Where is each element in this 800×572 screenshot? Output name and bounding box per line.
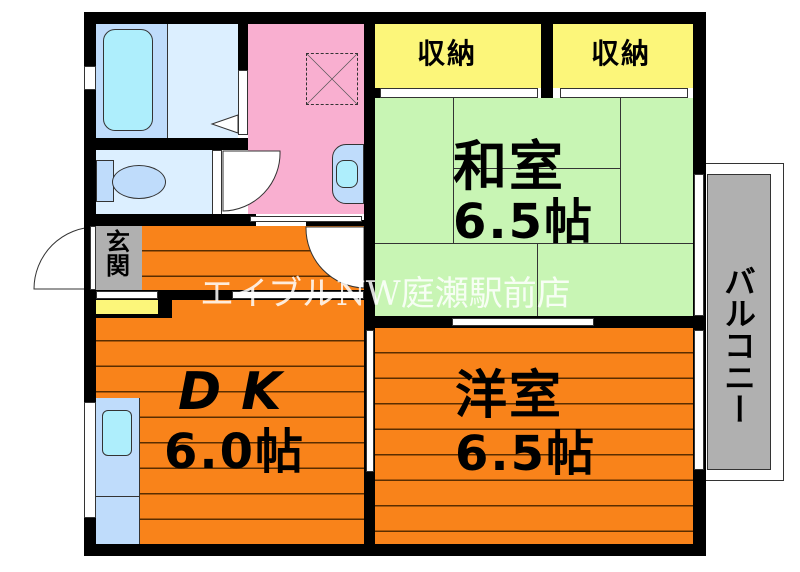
dk-western-door	[366, 330, 374, 472]
toilet-icon	[112, 165, 166, 199]
door-triangle-icon	[210, 114, 239, 134]
wall-wash-hall	[306, 220, 364, 226]
wall-bottom	[84, 544, 706, 556]
bathroom-door	[238, 70, 248, 135]
bathroom-window	[84, 66, 96, 90]
door-swing-icon	[305, 226, 365, 289]
storage-sliding-door	[560, 88, 688, 98]
japanese-room-size: 6.5帖	[453, 194, 595, 250]
bathtub-icon	[103, 29, 153, 131]
storage-sliding-door	[380, 88, 538, 98]
kitchen-sink-icon	[102, 410, 132, 456]
western-room-size: 6.5帖	[455, 426, 597, 482]
balcony-label: バルコニー	[719, 265, 757, 425]
wall-bath-wash	[238, 24, 248, 70]
wall-top	[84, 12, 706, 24]
washbasin-bowl-icon	[336, 160, 358, 188]
entrance-door	[90, 226, 96, 290]
storage-right-label: 収納	[591, 37, 652, 70]
door-swing-icon	[222, 150, 281, 212]
storage-left: 収納	[375, 24, 541, 88]
wall-toilet-hall	[96, 214, 256, 226]
entrance-label: 玄関	[106, 228, 132, 280]
toilet-door	[212, 150, 222, 215]
entrance-shoe-divider	[96, 291, 158, 299]
shoe-cabinet	[96, 300, 158, 316]
dining-kitchen: DK 6.0帖	[96, 316, 364, 544]
entrance: 玄関	[96, 226, 142, 290]
storage-left-label: 収納	[417, 37, 478, 70]
tatami-balcony-window	[694, 174, 704, 316]
western-room: 洋室 6.5帖	[375, 328, 693, 544]
tatami-western-door	[452, 318, 594, 326]
balcony: バルコニー	[707, 174, 771, 470]
wall-storage-tatami	[375, 88, 380, 98]
western-balcony-window	[694, 330, 704, 470]
wall-shoe-dk	[158, 300, 172, 316]
entrance-door-swing-icon	[33, 226, 97, 290]
wash-hall-divider	[250, 216, 362, 222]
western-room-label: 洋室	[455, 366, 564, 426]
dk-window	[84, 402, 96, 518]
ceiling-hatch-icon	[306, 53, 358, 105]
dk-size: 6.0帖	[164, 424, 306, 480]
japanese-room: 和室 6.5帖	[375, 98, 693, 316]
wall-storage-divider	[541, 24, 553, 98]
japanese-room-label: 和室	[453, 135, 565, 198]
wall-shoe-dk-bottom	[96, 314, 172, 318]
wall-center	[364, 12, 375, 556]
watermark: エイブルNW庭瀬駅前店	[200, 274, 571, 314]
wall-hall-dk	[96, 290, 364, 300]
storage-right: 収納	[553, 24, 693, 88]
wall-bath-toilet	[96, 138, 248, 150]
dk-upper-floor	[172, 300, 364, 318]
dk-label: DK	[178, 362, 302, 422]
hall-dk-door	[232, 291, 364, 299]
